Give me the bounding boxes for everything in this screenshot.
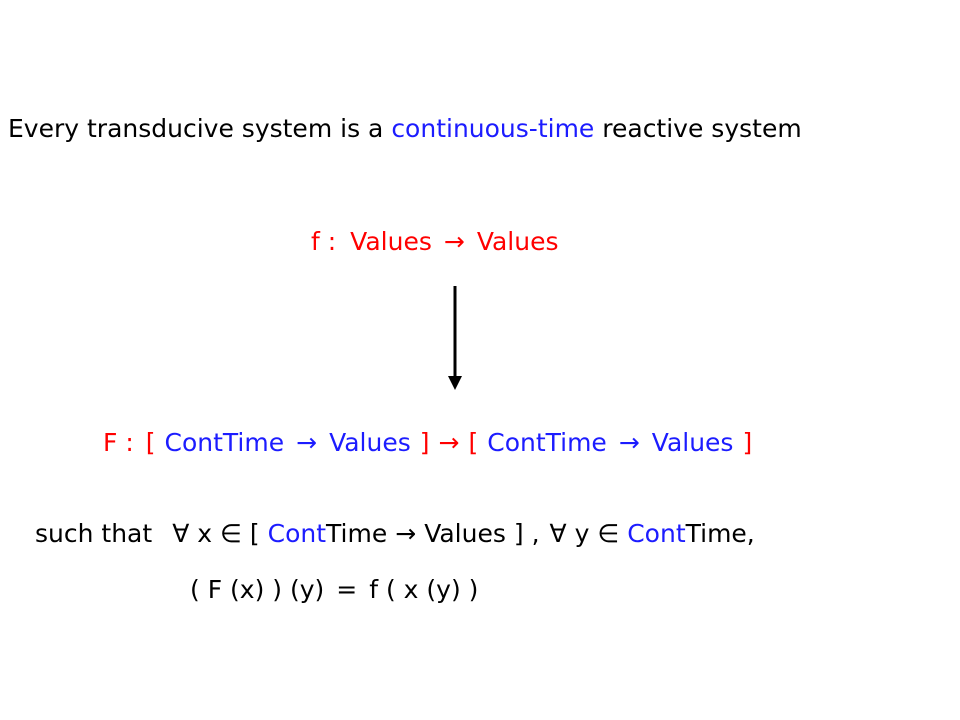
big-F-arrow-2: → xyxy=(618,428,640,457)
title-suffix: reactive system xyxy=(594,114,802,143)
small-f-definition: f : Values → Values xyxy=(311,229,559,254)
slide-title: Every transducive system is a continuous… xyxy=(8,116,802,141)
condition-time-1: Time xyxy=(326,519,388,548)
element-of-symbol-2: ∈ xyxy=(597,519,620,548)
condition-cont-2: Cont xyxy=(627,519,686,548)
title-prefix: Every transducive system is a xyxy=(8,114,392,143)
big-F-values-1: Values xyxy=(329,428,411,457)
condition-close-bracket: ] , xyxy=(513,519,540,548)
equation-lhs: ( F (x) ) (y) xyxy=(190,575,325,604)
big-F-conttime-1: ContTime xyxy=(164,428,285,457)
condition-time-2: Time, xyxy=(685,519,755,548)
equation-rhs: f ( x (y) ) xyxy=(369,575,479,604)
defining-equation: ( F (x) ) (y) = f ( x (y) ) xyxy=(190,577,478,602)
small-f-arrow: → xyxy=(443,227,465,256)
forall-symbol-1: ∀ xyxy=(172,519,190,548)
big-F-values-2: Values xyxy=(651,428,734,457)
variable-x: x xyxy=(197,519,213,548)
variable-y: y xyxy=(574,519,590,548)
big-F-conttime-2: ContTime xyxy=(487,428,607,457)
element-of-symbol-1: ∈ xyxy=(220,519,242,548)
small-f-codomain: Values xyxy=(476,227,559,256)
big-F-close-bracket-2: ] xyxy=(742,428,753,457)
title-highlight: continuous-time xyxy=(391,114,595,143)
big-F-open-bracket-1: [ xyxy=(145,428,156,457)
condition-cont-1: Cont xyxy=(267,519,327,548)
down-arrow-icon xyxy=(448,286,462,390)
big-F-close-bracket-1: ] xyxy=(419,428,430,457)
such-that-lead: such that xyxy=(35,519,153,548)
small-f-name: f : xyxy=(311,227,337,256)
small-f-domain: Values xyxy=(350,227,432,256)
big-F-open-bracket-2: [ xyxy=(468,428,479,457)
such-that-condition: such that∀x∈[ContTime→Values] ,∀y∈ContTi… xyxy=(35,521,755,546)
big-F-definition: F : [ ContTime → Values] → [ ContTime → Values] xyxy=(103,430,752,455)
big-F-name: F : xyxy=(103,428,134,457)
condition-open-bracket: [ xyxy=(249,519,260,548)
condition-arrow: → xyxy=(395,519,417,548)
condition-values: Values xyxy=(424,519,506,548)
big-F-middle-arrow: → xyxy=(438,428,460,457)
equation-equals: = xyxy=(336,575,358,604)
big-F-arrow-1: → xyxy=(296,428,318,457)
forall-symbol-2: ∀ xyxy=(549,519,567,548)
